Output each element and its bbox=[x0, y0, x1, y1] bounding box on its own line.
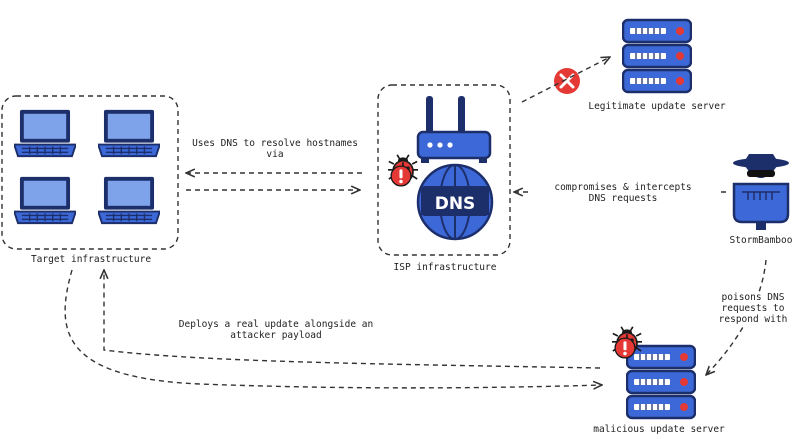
server-icon bbox=[622, 18, 692, 94]
blocked-x-icon bbox=[554, 68, 580, 94]
laptop-icon bbox=[14, 108, 76, 158]
server-icon bbox=[626, 344, 696, 420]
isp-infrastructure-label: ISP infrastructure bbox=[393, 262, 497, 273]
target-infrastructure-label: Target infrastructure bbox=[30, 254, 152, 265]
arrow-deploy bbox=[104, 270, 601, 369]
laptop-icon bbox=[14, 175, 76, 225]
attacker-label: StormBamboo bbox=[729, 235, 793, 246]
hacker-icon bbox=[732, 154, 790, 230]
laptop-icon bbox=[98, 108, 160, 158]
alert-icon bbox=[614, 337, 636, 359]
dns-label: DNS bbox=[435, 194, 476, 214]
arrow-fetch-update bbox=[64, 269, 602, 388]
poison-label: poisons DNS requests to respond with bbox=[708, 292, 798, 325]
dns-globe-icon bbox=[416, 163, 494, 241]
alert-icon bbox=[390, 165, 412, 187]
dns-resolve-label: Uses DNS to resolve hostnames via bbox=[192, 138, 358, 160]
intercept-label: compromises & intercepts DNS requests bbox=[528, 182, 718, 204]
laptop-icon bbox=[98, 175, 160, 225]
isp-infrastructure-box bbox=[377, 84, 511, 256]
malicious-server-label: malicious update server bbox=[593, 424, 725, 435]
laptop-group bbox=[14, 108, 160, 225]
legitimate-server-label: Legitimate update server bbox=[588, 101, 726, 112]
deploy-label: Deploys a real update alongside an attac… bbox=[178, 319, 374, 341]
arrow-poison bbox=[706, 259, 767, 375]
router-icon bbox=[416, 96, 492, 163]
target-infrastructure-box bbox=[1, 95, 179, 250]
arrow-blocked-legit bbox=[521, 57, 610, 103]
